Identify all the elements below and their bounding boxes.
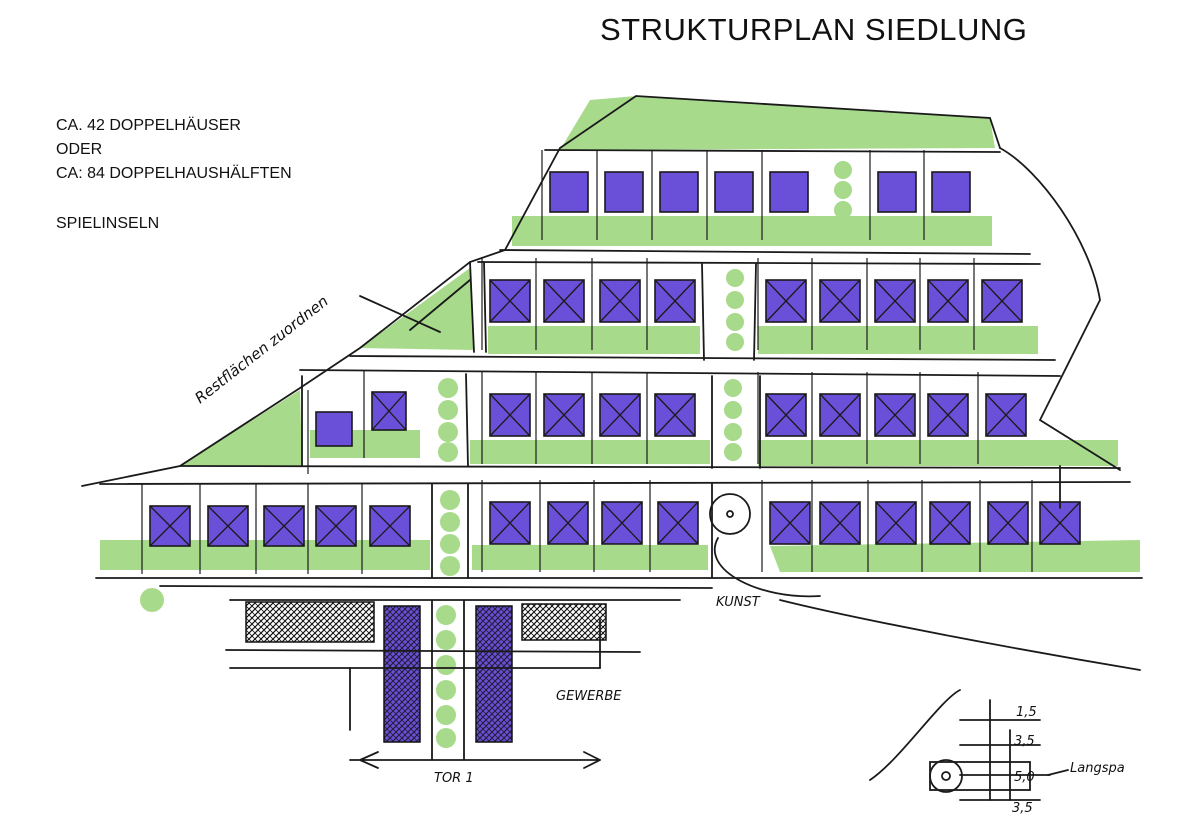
house-cross-39 [207,505,249,547]
green-strip-row3c [758,440,1118,466]
house-cross-19 [599,393,641,437]
label-dim-1: 1,5 [1016,705,1037,720]
label-kunst: KUNST [716,595,761,610]
gewerbe-hatch-left [245,601,375,643]
house-cross-37 [1039,501,1081,545]
ink-lines [81,95,1143,801]
green-strip-row4c [770,540,1140,572]
page-title: STRUKTURPLAN SIEDLUNG [600,12,1028,47]
house-cross-35 [929,501,971,545]
house-7 [931,171,971,213]
house-cross-13 [819,279,861,323]
label-dim-3: 5,0 [1014,770,1035,785]
houses [141,150,1081,574]
house-cross-28 [489,501,531,545]
green-strip-row4b [472,545,708,570]
green-strip-row2 [488,326,700,354]
house-cross-11 [654,279,696,323]
house-6 [877,171,917,213]
house-cross-8 [489,279,531,323]
green-top-wedge [560,96,995,150]
house-cross-12 [765,279,807,323]
green-strip-row3b [470,440,710,464]
house-cross-29 [547,501,589,545]
note-spielinseln: SPIELINSELN [56,215,160,232]
house-cross-20 [654,393,696,437]
house-cross-23 [874,393,916,437]
house-cross-22 [819,393,861,437]
house-cross-25 [985,393,1027,437]
green-strip-row2b [758,326,1038,354]
site-boundary-left [81,249,506,487]
house-cross-21 [765,393,807,437]
house-cross-38 [149,505,191,547]
house-4 [714,171,754,213]
house-cross-14 [874,279,916,323]
gewerbe-hatch-right [521,603,607,641]
green-left-wedge-2 [360,268,474,350]
label-dim-2: 3,5 [1014,734,1035,749]
note-oder: ODER [56,141,103,158]
notes-block: CA. 42 DOPPELHÄUSER ODER CA: 84 DOPPELHA… [56,114,292,236]
gewerbe-tower-right-hatch [476,606,512,742]
house-cross-17 [489,393,531,437]
house-cross-26 [371,391,407,431]
house-cross-24 [927,393,969,437]
label-tor: TOR 1 [434,771,474,786]
house-3 [659,171,699,213]
house-cross-33 [819,501,861,545]
house-cross-32 [769,501,811,545]
house-cross-10 [599,279,641,323]
label-langspa: Langspa [1070,761,1125,776]
house-cross-34 [875,501,917,545]
house-cross-31 [657,501,699,545]
house-cross-9 [543,279,585,323]
green-strip-row1 [512,216,992,246]
house-cross-16 [981,279,1023,323]
note-doppelhaushaelften: CA: 84 DOPPELHAUSHÄLFTEN [56,165,292,182]
label-gewerbe: GEWERBE [556,689,622,704]
note-doppelhaeuser: CA. 42 DOPPELHÄUSER [56,117,241,134]
house-cross-40 [263,505,305,547]
tree-rows [436,161,852,748]
house-cross-41 [315,505,357,547]
commercial-blocks [245,601,607,743]
house-cross-18 [543,393,585,437]
label-restflaechen: Restflächen zuordnen [191,292,331,407]
road-curve [714,537,821,598]
house-1 [549,171,589,213]
house-cross-42 [369,505,411,547]
house-cross-15 [927,279,969,323]
house-2 [604,171,644,213]
label-dim-4: 3,5 [1012,801,1033,816]
house-5 [769,171,809,213]
house-cross-36 [987,501,1029,545]
kunst-roundabout [709,493,751,535]
boundary-right [999,147,1121,471]
site-boundary-top [504,95,1001,251]
gewerbe-tower-left-hatch [384,606,420,742]
green-play-island [140,588,164,612]
house-cross-30 [601,501,643,545]
house-27 [315,411,353,447]
